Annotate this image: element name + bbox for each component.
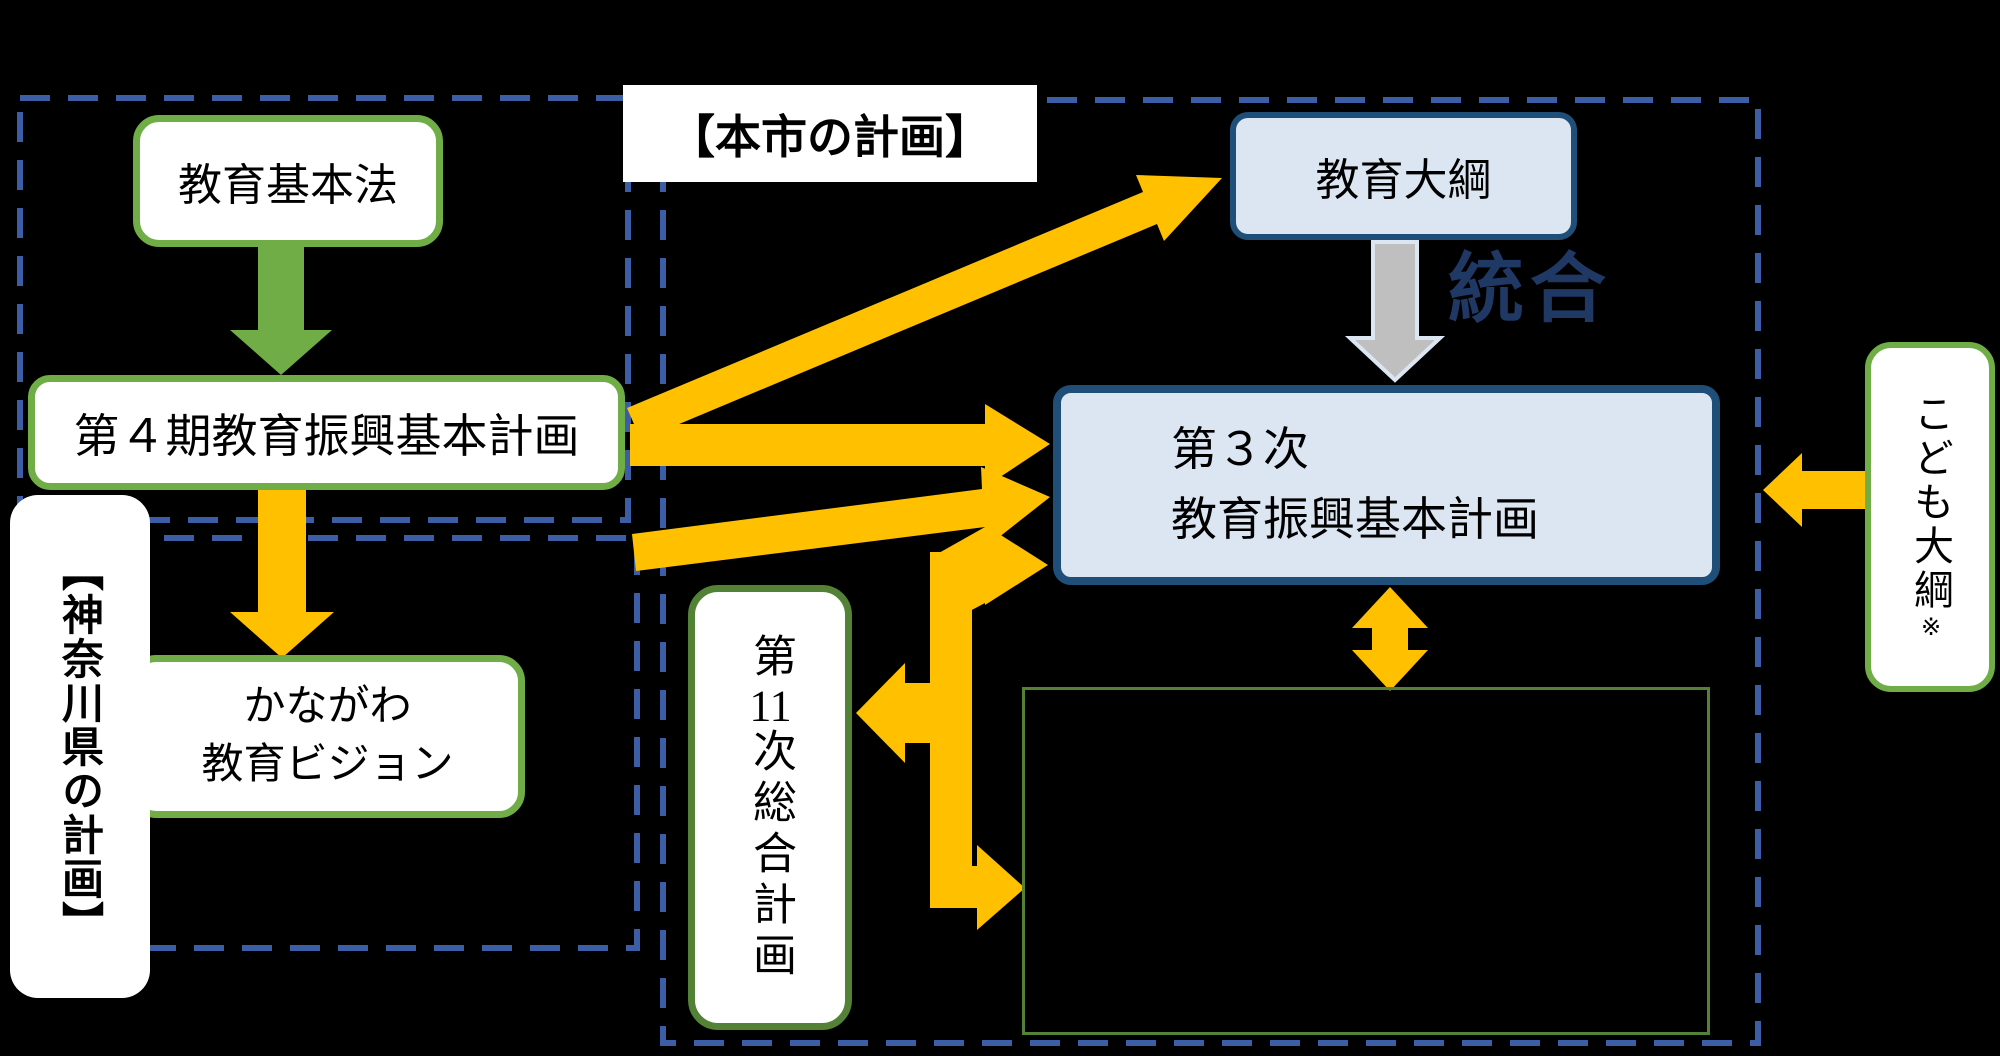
basic-education-act-text: 教育基本法 (178, 161, 398, 210)
general-plan-suffix: 次総合計画 (746, 727, 795, 983)
general-plan-number: 11 (749, 683, 792, 728)
city-plans-label-text: 【本市の計画】 (669, 110, 991, 163)
city-plans-dashed-box (660, 97, 1761, 1046)
national-4th-plan-box: 第４期教育振興基本計画 (28, 375, 625, 490)
kodomo-note-mark: ※ (1917, 613, 1943, 641)
yellow-arrow-to-charter (627, 175, 1222, 440)
yellow-arrow-to-plan-upper (630, 404, 1050, 487)
yellow-down-arrow (230, 490, 334, 658)
integration-text: 統合 (1448, 247, 1612, 332)
yellow-elbow-connector (856, 525, 1048, 930)
yellow-arrow-from-kodomo (1763, 453, 1866, 527)
green-down-arrow (230, 247, 332, 375)
integration-annotation: 統合 (1448, 252, 1612, 328)
gray-integration-arrow (1344, 240, 1446, 383)
city-3rd-plan-box: 第３次 教育振興基本計画 (1053, 385, 1720, 585)
kodomo-charter-text: こども大綱※ (1901, 393, 1959, 641)
kanagawa-plans-label-text: 【神奈川県の計画】 (56, 548, 104, 945)
general-plan-11th-box: 第11次総合計画 (688, 585, 852, 1030)
kanagawa-vision-text: かながわ 教育ビジョン (201, 679, 453, 795)
city-3rd-plan-text: 第３次 教育振興基本計画 (1171, 415, 1539, 555)
basic-education-act-box: 教育基本法 (133, 115, 443, 247)
kodomo-charter-box: こども大綱※ (1865, 342, 1995, 692)
city-3rd-plan-line2: 教育振興基本計画 (1171, 494, 1539, 545)
general-plan-prefix: 第 (746, 632, 795, 684)
general-plan-11th-text: 第11次総合計画 (738, 633, 802, 983)
kanagawa-plans-label: 【神奈川県の計画】 (10, 495, 150, 998)
yellow-double-arrow-vertical (1352, 587, 1428, 691)
kanagawa-vision-line1: かながわ (243, 683, 412, 730)
national-4th-plan-text: 第４期教育振興基本計画 (73, 410, 580, 462)
education-charter-text: 教育大綱 (1315, 156, 1492, 205)
city-3rd-plan-line1: 第３次 (1171, 424, 1309, 476)
kanagawa-vision-line2: 教育ビジョン (201, 741, 454, 788)
kodomo-charter-label: こども大綱 (1908, 393, 1953, 613)
kanagawa-vision-box: かながわ 教育ビジョン (130, 655, 525, 818)
yellow-arrow-to-plan-lower (632, 467, 1050, 571)
bottom-plan-box (1022, 687, 1710, 1035)
city-plans-label: 【本市の計画】 (623, 85, 1037, 182)
national-plans-dashed-box (17, 95, 631, 523)
education-charter-box: 教育大綱 (1230, 112, 1577, 240)
